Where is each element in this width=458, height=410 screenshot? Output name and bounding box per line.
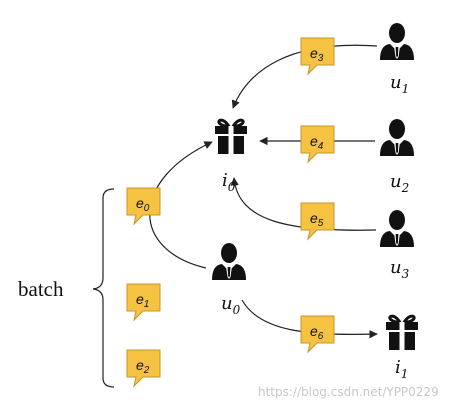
user-icon bbox=[212, 243, 246, 280]
svg-text:e5: e5 bbox=[310, 210, 324, 229]
item-label-i0: i0 bbox=[222, 170, 236, 194]
batch-label: batch bbox=[18, 277, 64, 301]
edge-u1-to-i0 bbox=[231, 44, 378, 109]
event-e0: e0 bbox=[126, 187, 161, 225]
svg-text:e0: e0 bbox=[136, 195, 150, 214]
user-icon bbox=[380, 23, 414, 60]
event-e5: e5 bbox=[300, 202, 335, 240]
gift-icon bbox=[384, 314, 420, 352]
svg-text:e6: e6 bbox=[310, 323, 324, 342]
event-e3: e3 bbox=[300, 37, 335, 75]
user-label-u2: u2 bbox=[390, 171, 409, 195]
event-e4: e4 bbox=[300, 125, 335, 163]
user-label-u3: u3 bbox=[390, 257, 410, 281]
batch-brace bbox=[92, 188, 115, 388]
svg-text:e2: e2 bbox=[136, 357, 150, 376]
svg-text:e1: e1 bbox=[136, 291, 149, 310]
svg-text:e3: e3 bbox=[310, 45, 324, 64]
user-label-u1: u1 bbox=[390, 72, 409, 96]
event-e2: e2 bbox=[126, 349, 161, 387]
user-icon bbox=[380, 119, 414, 156]
event-e1: e1 bbox=[126, 283, 161, 321]
user-icon bbox=[380, 210, 414, 247]
watermark-text: https://blog.csdn.net/YPP0229 bbox=[258, 385, 439, 399]
item-label-i1: i1 bbox=[395, 357, 408, 381]
edge-u0-to-i1 bbox=[241, 299, 378, 339]
event-e6: e6 bbox=[300, 315, 335, 353]
svg-text:e4: e4 bbox=[310, 133, 324, 152]
gift-icon bbox=[213, 118, 249, 156]
edge-u3-to-i0 bbox=[230, 177, 377, 231]
user-label-u0: u0 bbox=[221, 293, 241, 317]
